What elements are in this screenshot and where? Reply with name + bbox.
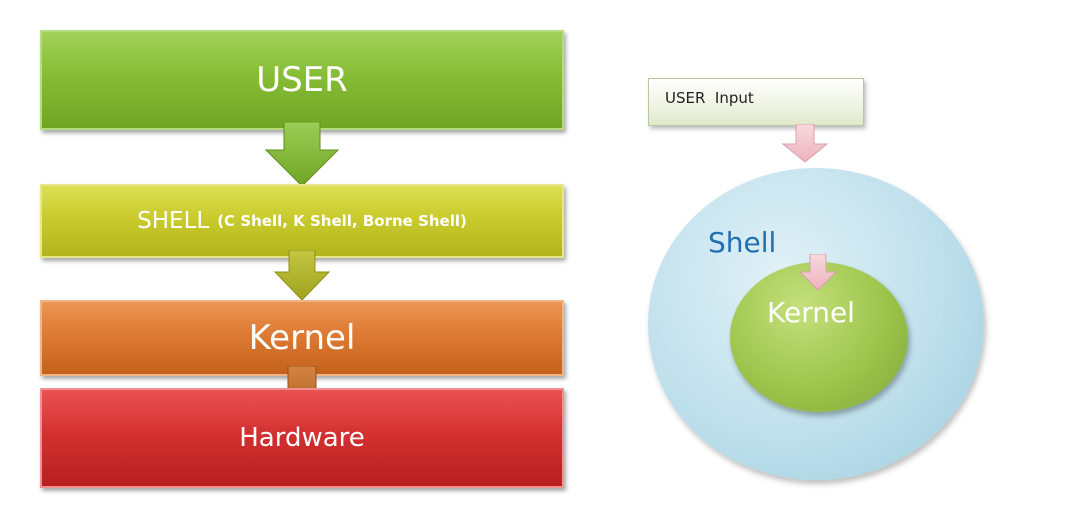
kernel-layer-label: Kernel — [248, 318, 356, 358]
shell-layer-box: SHELL (C Shell, K Shell, Borne Shell) — [40, 184, 564, 258]
arrow-down-icon — [273, 250, 331, 301]
shell-types-label: (C Shell, K Shell, Borne Shell) — [217, 212, 467, 230]
user-layer-label: USER — [256, 60, 348, 100]
arrow-down-icon — [781, 124, 829, 163]
user-input-label: USER Input — [665, 89, 754, 107]
shell-layer-label: SHELL — [137, 208, 210, 234]
kernel-core-label: Kernel — [767, 296, 855, 329]
hardware-layer-box: Hardware — [40, 388, 564, 488]
kernel-layer-box: Kernel — [40, 300, 564, 376]
user-input-box: USER Input — [648, 78, 864, 126]
user-layer-box: USER — [40, 30, 564, 130]
hardware-layer-label: Hardware — [239, 423, 365, 453]
arrow-down-icon — [264, 122, 340, 187]
arrow-down-icon — [798, 254, 838, 291]
shell-ring-label: Shell — [708, 226, 777, 259]
